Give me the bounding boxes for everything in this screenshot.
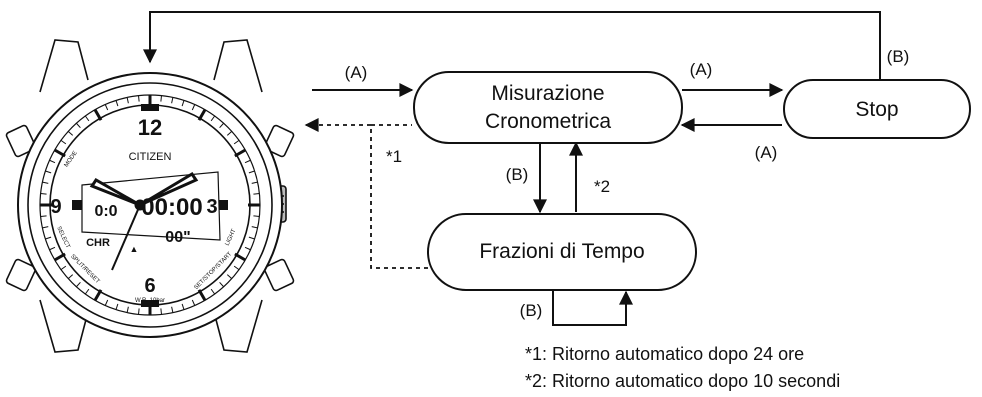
dial-tick bbox=[40, 215, 47, 217]
node-misurazione-line2: Cronometrica bbox=[485, 110, 611, 133]
dial-tick bbox=[49, 159, 56, 164]
node-stop-label: Stop bbox=[855, 98, 898, 121]
dial-tick bbox=[251, 226, 258, 229]
mode-indicator: CHR bbox=[86, 237, 110, 249]
numeral-3: 3 bbox=[206, 196, 217, 218]
dial-tick bbox=[233, 139, 240, 145]
dial-tick bbox=[53, 148, 66, 158]
dial-tick bbox=[45, 236, 52, 240]
footnote-2: *2: Ritorno automatico dopo 10 secondi bbox=[525, 371, 840, 391]
dial-tick bbox=[115, 303, 119, 310]
minute-hand bbox=[139, 171, 199, 207]
node-frazioni: Frazioni di Tempo bbox=[427, 213, 697, 291]
auto-return-2-label: *2 bbox=[594, 177, 610, 196]
dial-tick bbox=[191, 104, 196, 111]
edge-self-loop-label: (B) bbox=[520, 301, 543, 320]
dial-tick bbox=[219, 122, 224, 129]
edge-stop-to-watch-label: (B) bbox=[887, 47, 910, 66]
edge-to-frazioni-label: (B) bbox=[506, 165, 529, 184]
dial-tick bbox=[104, 299, 109, 306]
edge-self-loop bbox=[552, 290, 633, 326]
dial-tick bbox=[42, 226, 49, 229]
dial-tick bbox=[104, 104, 109, 111]
digital-display-window bbox=[81, 171, 221, 241]
dial-tick bbox=[93, 108, 103, 121]
dial-tick bbox=[160, 308, 162, 315]
dial-tick bbox=[67, 274, 74, 279]
numeral-6: 6 bbox=[144, 275, 155, 297]
auto-return-1-label: *1 bbox=[386, 147, 402, 166]
dial-tick bbox=[76, 122, 81, 129]
edge-to-stop-label: (A) bbox=[690, 60, 713, 79]
dial-tick bbox=[197, 289, 207, 302]
dial-tick bbox=[191, 299, 196, 306]
dial-tick bbox=[45, 170, 52, 174]
edge-auto-return-1 bbox=[370, 124, 428, 269]
dial-tick bbox=[244, 246, 251, 251]
watch-illustration bbox=[5, 39, 295, 353]
dial-tick bbox=[84, 115, 90, 122]
dial-tick bbox=[226, 131, 233, 136]
dial-tick bbox=[42, 181, 49, 184]
hour-markers bbox=[72, 104, 228, 307]
dial-tick bbox=[244, 159, 251, 164]
dial-tick bbox=[53, 252, 66, 262]
dial-tick bbox=[171, 306, 174, 313]
dial-tick bbox=[84, 288, 90, 295]
node-frazioni-label: Frazioni di Tempo bbox=[479, 240, 644, 263]
dial-tick bbox=[171, 97, 174, 104]
dial-tick bbox=[197, 108, 207, 121]
dial-tick bbox=[60, 139, 67, 145]
node-misurazione: Misurazione Cronometrica bbox=[413, 71, 683, 144]
dial-tick bbox=[219, 281, 224, 288]
dial-tick bbox=[226, 274, 233, 279]
numeral-9: 9 bbox=[50, 196, 61, 218]
dial-tick bbox=[234, 148, 247, 158]
node-stop: Stop bbox=[783, 79, 971, 139]
dial-tick bbox=[76, 281, 81, 288]
dial-tick bbox=[60, 265, 67, 271]
wr-label: W.R. 10bar bbox=[135, 298, 165, 304]
dial-tick bbox=[210, 288, 216, 295]
dial-tick bbox=[93, 289, 103, 302]
dial-tick bbox=[248, 236, 255, 240]
dial-tick bbox=[253, 193, 260, 195]
tide-icon: ▲ bbox=[130, 244, 139, 254]
dial-tick bbox=[138, 95, 140, 102]
hand-pivot bbox=[134, 199, 146, 211]
edge-from-stop-label: (A) bbox=[755, 143, 778, 162]
dial-tick bbox=[138, 308, 140, 315]
dial-tick bbox=[248, 170, 255, 174]
numeral-12: 12 bbox=[138, 115, 162, 140]
dial-tick bbox=[181, 303, 185, 310]
dial-tick bbox=[234, 252, 247, 262]
dial-tick bbox=[160, 95, 162, 102]
dial-tick bbox=[40, 193, 47, 195]
edge-entry-label: (A) bbox=[345, 63, 368, 82]
dial-tick bbox=[126, 97, 129, 104]
node-misurazione-line1: Misurazione bbox=[491, 82, 604, 105]
hour-hand bbox=[89, 178, 141, 207]
dial-tick bbox=[251, 181, 258, 184]
dial-tick bbox=[253, 215, 260, 217]
edge-stop-to-watch bbox=[143, 11, 881, 80]
dial-tick bbox=[210, 115, 216, 122]
footnote-1: *1: Ritorno automatico dopo 24 ore bbox=[525, 344, 804, 364]
digital-left-readout: 0:0 bbox=[94, 203, 117, 220]
dial-tick bbox=[49, 246, 56, 251]
dial-tick bbox=[126, 306, 129, 313]
dial-tick bbox=[67, 131, 74, 136]
watch-hands bbox=[89, 171, 199, 271]
watch-brand: CITIZEN bbox=[129, 151, 172, 163]
second-hand bbox=[111, 204, 141, 271]
dial-tick bbox=[181, 100, 185, 107]
digital-small-readout: 00" bbox=[165, 229, 190, 246]
dial-tick bbox=[115, 100, 119, 107]
dial-tick bbox=[233, 265, 240, 271]
